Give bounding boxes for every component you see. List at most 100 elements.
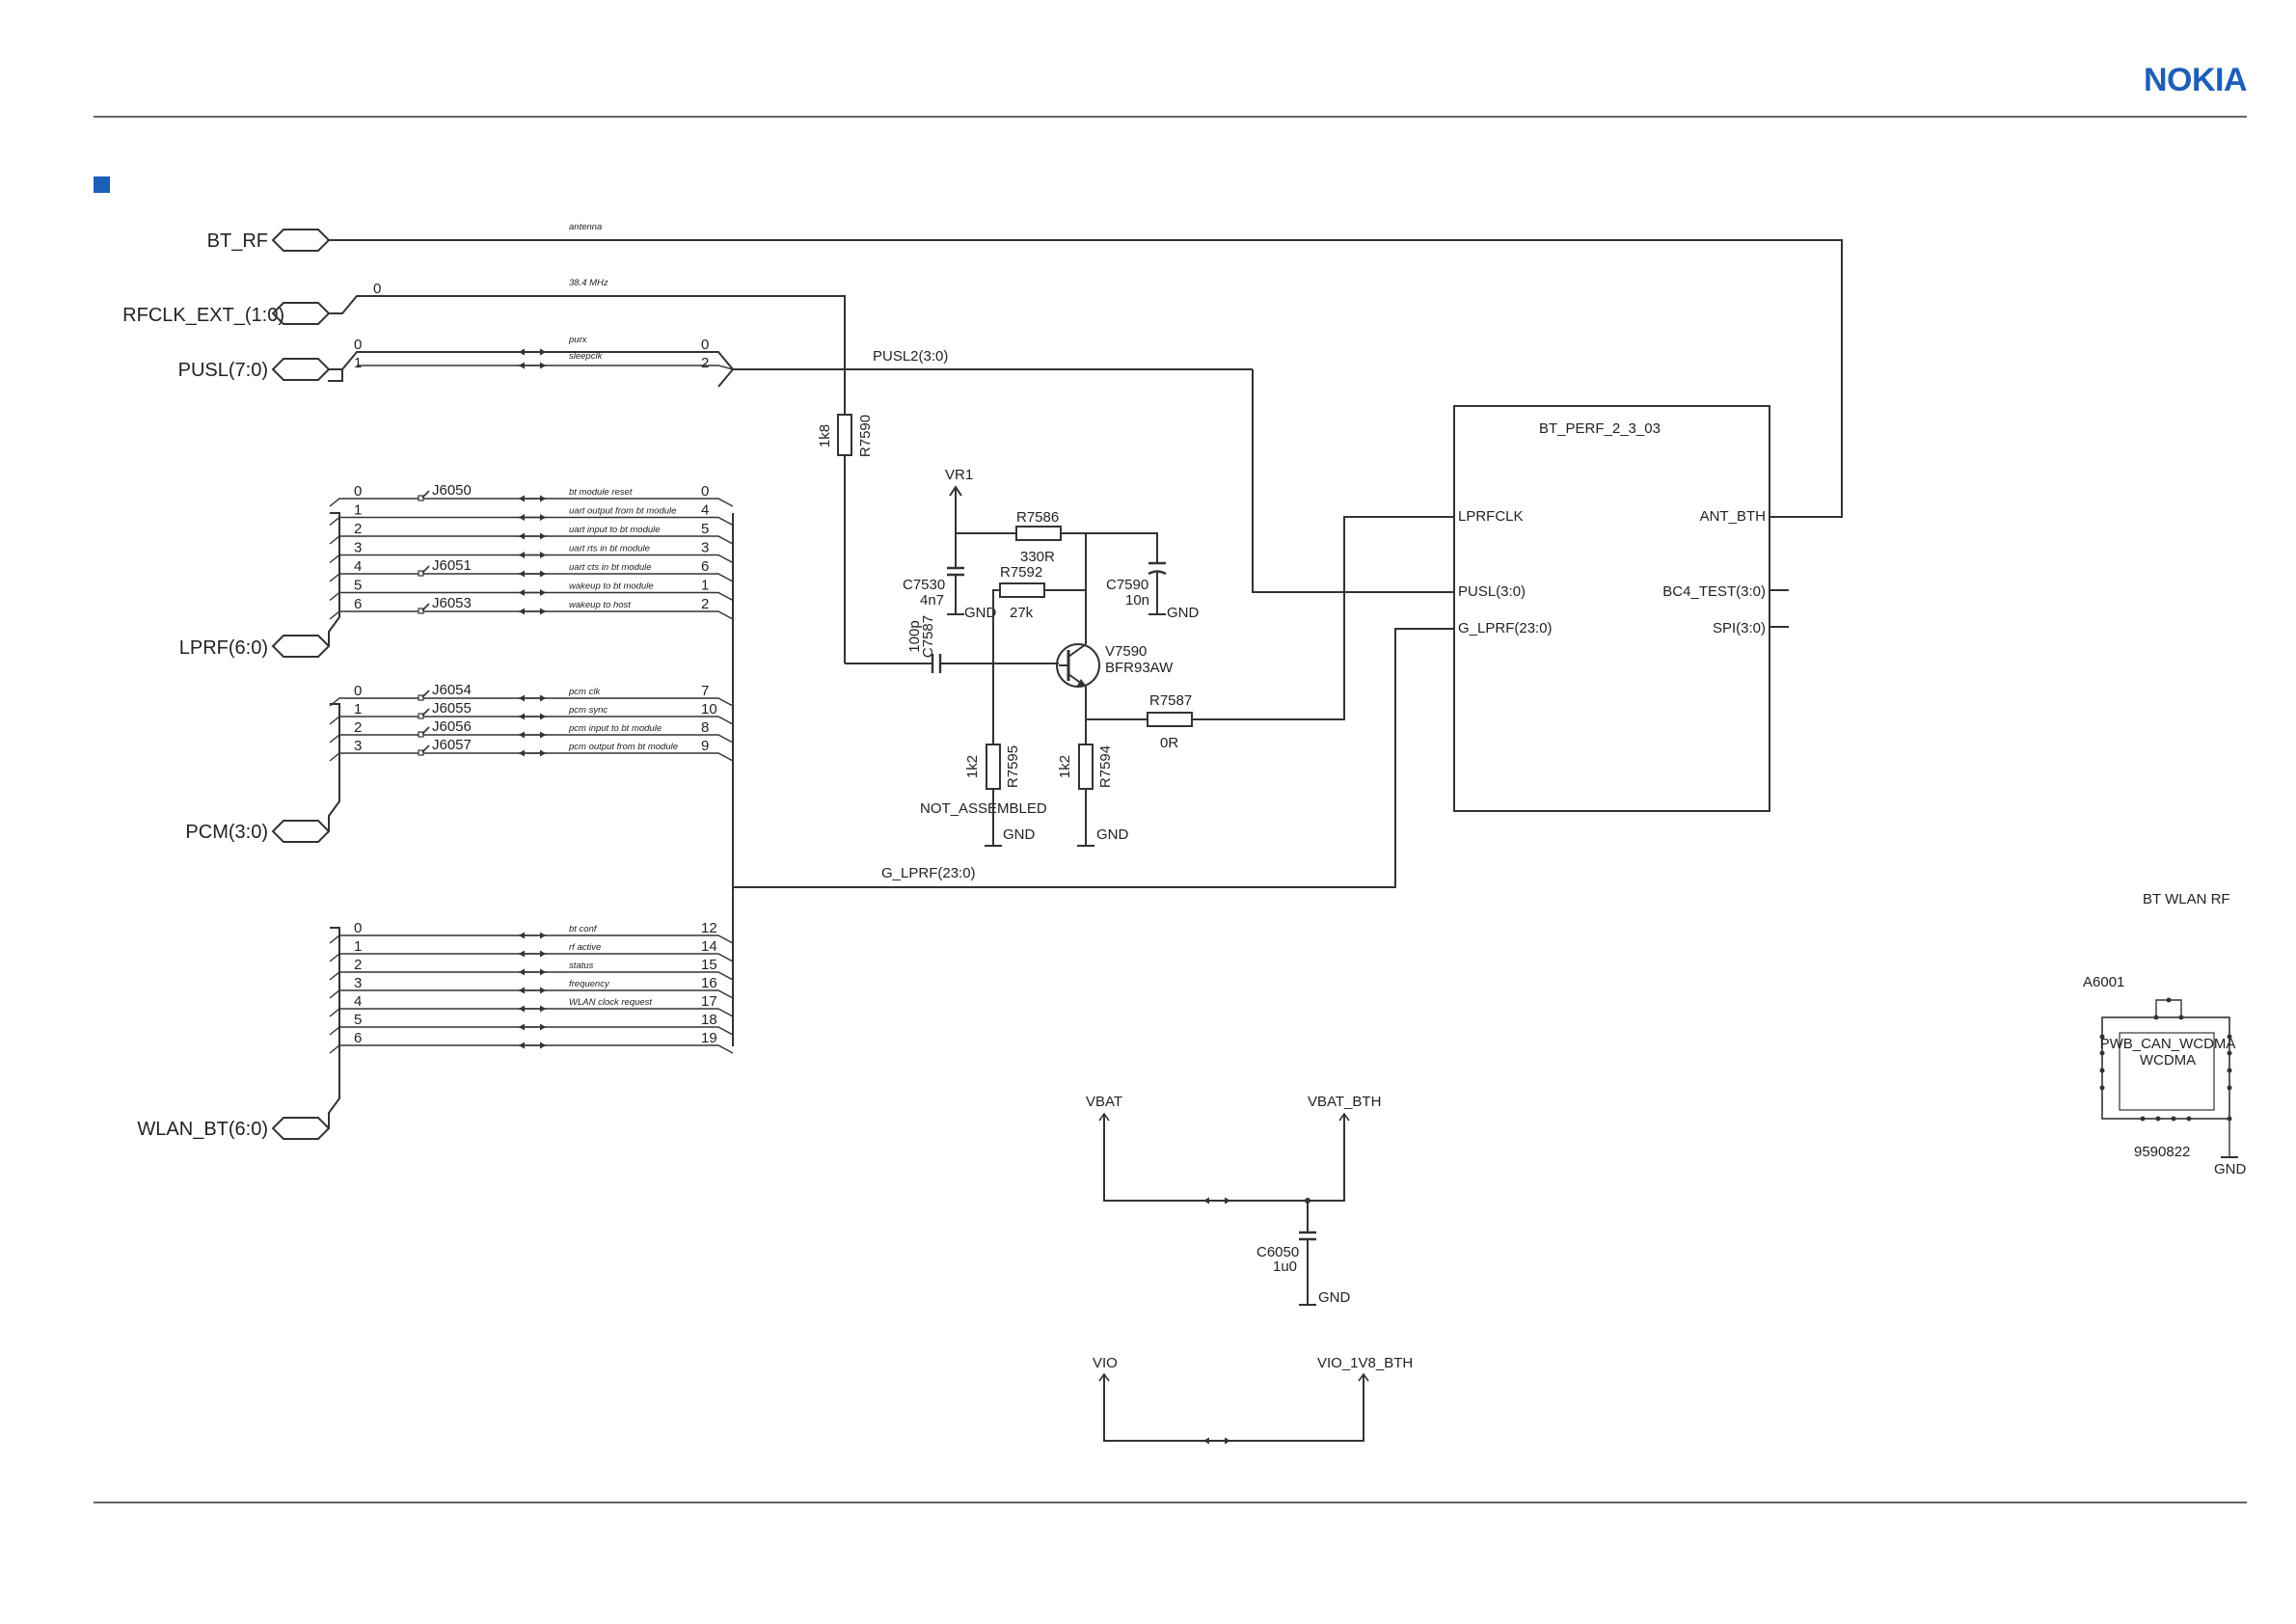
svg-text:0: 0 <box>354 920 362 936</box>
net-label-pusl2: PUSL2(3:0) <box>873 348 948 365</box>
svg-text:4: 4 <box>354 558 362 575</box>
port-label-lprf: LPRF(6:0) <box>179 637 268 659</box>
svg-text:1: 1 <box>354 502 362 519</box>
port-label-pcm: PCM(3:0) <box>185 822 268 843</box>
net-antenna: antenna <box>329 222 1843 518</box>
wlan-line-5: 5 18 <box>329 1012 734 1036</box>
module-pin-spi: SPI(3:0) <box>1713 620 1766 636</box>
svg-text:15: 15 <box>701 957 717 973</box>
r7592-ref: R7592 <box>1000 564 1042 581</box>
svg-text:status: status <box>569 961 594 971</box>
svg-text:0: 0 <box>701 483 709 500</box>
gnd-r7594: GND <box>1096 826 1129 843</box>
resistor-r7594 <box>1078 744 1094 790</box>
c7530-ref: C7530 <box>903 577 945 593</box>
net-label-antenna: antenna <box>569 222 602 232</box>
jumper-j6050: J6050 <box>418 482 472 501</box>
r7595-note: NOT_ASSEMBLED <box>920 800 1047 817</box>
module-name: BT_PERF_2_3_03 <box>1539 420 1661 437</box>
port-label-bt-rf: BT_RF <box>207 230 268 252</box>
svg-text:sleepclk: sleepclk <box>569 351 604 362</box>
wlan-line-3: 3 frequency 16 <box>329 975 734 999</box>
shield-title: BT WLAN RF <box>2143 891 2230 907</box>
svg-text:wakeup to host: wakeup to host <box>569 600 631 610</box>
svg-text:wakeup to bt module: wakeup to bt module <box>569 582 654 592</box>
svg-text:uart rts in bt module: uart rts in bt module <box>569 544 650 555</box>
svg-text:uart output from bt module: uart output from bt module <box>569 506 676 517</box>
transistor-v7590: V7590 BFR93AW <box>1056 643 1174 719</box>
power-vio-link: VIO VIO_1V8_BTH <box>1093 1355 1413 1446</box>
svg-text:16: 16 <box>701 975 717 991</box>
section-marker-icon <box>94 176 110 193</box>
svg-text:19: 19 <box>701 1030 717 1046</box>
gnd-c7530: GND <box>964 605 997 621</box>
svg-text:5: 5 <box>354 1012 362 1028</box>
svg-text:pcm clk: pcm clk <box>568 687 601 697</box>
svg-text:J6055: J6055 <box>432 700 472 717</box>
jumper-j6055: J6055 <box>418 700 472 719</box>
shield-can-a6001: BT WLAN RF A6001 PWB_CAN_WCDMA WCDMA 959… <box>2083 891 2247 1177</box>
nokia-logo: NOKIA <box>2144 62 2247 98</box>
c6050-value: 1u0 <box>1273 1259 1297 1275</box>
svg-text:0: 0 <box>701 337 709 353</box>
svg-text:0: 0 <box>354 337 362 353</box>
svg-text:1: 1 <box>354 938 362 955</box>
r7592-value: 27k <box>1010 605 1034 621</box>
port-label-rfclk: RFCLK_EXT_(1:0) <box>122 305 284 326</box>
svg-text:0: 0 <box>354 483 362 500</box>
svg-text:1: 1 <box>701 578 709 594</box>
svg-text:frequency: frequency <box>569 979 610 989</box>
svg-text:3: 3 <box>354 975 362 991</box>
r7586-ref: R7586 <box>1016 509 1059 526</box>
svg-text:6: 6 <box>354 596 362 612</box>
shield-line1: PWB_CAN_WCDMA <box>2100 1036 2236 1052</box>
module-pin-lprfclk: LPRFCLK <box>1458 508 1524 525</box>
svg-text:2: 2 <box>701 355 709 371</box>
shield-gnd: GND <box>2214 1161 2247 1177</box>
svg-text:4: 4 <box>354 993 362 1010</box>
lprf-line-0: 0 bt module reset 0 J6050 <box>329 482 734 507</box>
svg-text:14: 14 <box>701 938 717 955</box>
svg-text:18: 18 <box>701 1012 717 1028</box>
net-label-clock-frequency: 38.4 MHz <box>569 278 608 288</box>
gnd-c7590: GND <box>1167 605 1200 621</box>
module-pin-ant-bth: ANT_BTH <box>1700 508 1766 525</box>
jumper-j6057: J6057 <box>418 737 472 756</box>
gnd-c6050: GND <box>1318 1289 1351 1306</box>
svg-text:uart input to bt module: uart input to bt module <box>569 525 661 535</box>
svg-text:5: 5 <box>354 578 362 594</box>
svg-text:3: 3 <box>354 738 362 754</box>
power-vbat-bth: VBAT_BTH <box>1308 1094 1381 1110</box>
r7590-ref: R7590 <box>857 415 874 457</box>
svg-text:5: 5 <box>701 521 709 537</box>
power-vio-1v8-bth: VIO_1V8_BTH <box>1317 1355 1413 1371</box>
svg-text:1: 1 <box>354 701 362 717</box>
svg-text:pcm sync: pcm sync <box>568 705 608 716</box>
jumper-j6053: J6053 <box>418 595 472 614</box>
svg-text:2: 2 <box>354 719 362 736</box>
svg-text:7: 7 <box>701 683 709 699</box>
svg-text:pcm input to bt module: pcm input to bt module <box>568 723 662 734</box>
c7587-ref: C7587 <box>920 615 936 658</box>
c7590-value: 10n <box>1125 592 1149 609</box>
svg-text:bt module reset: bt module reset <box>569 487 633 498</box>
v7590-value: BFR93AW <box>1105 660 1174 676</box>
jumper-j6054: J6054 <box>418 682 472 701</box>
svg-text:17: 17 <box>701 993 717 1010</box>
net-label-rfclk-index: 0 <box>373 281 381 297</box>
port-wlan-bt: WLAN_BT(6:0) <box>137 1117 331 1140</box>
svg-text:J6056: J6056 <box>432 718 472 735</box>
